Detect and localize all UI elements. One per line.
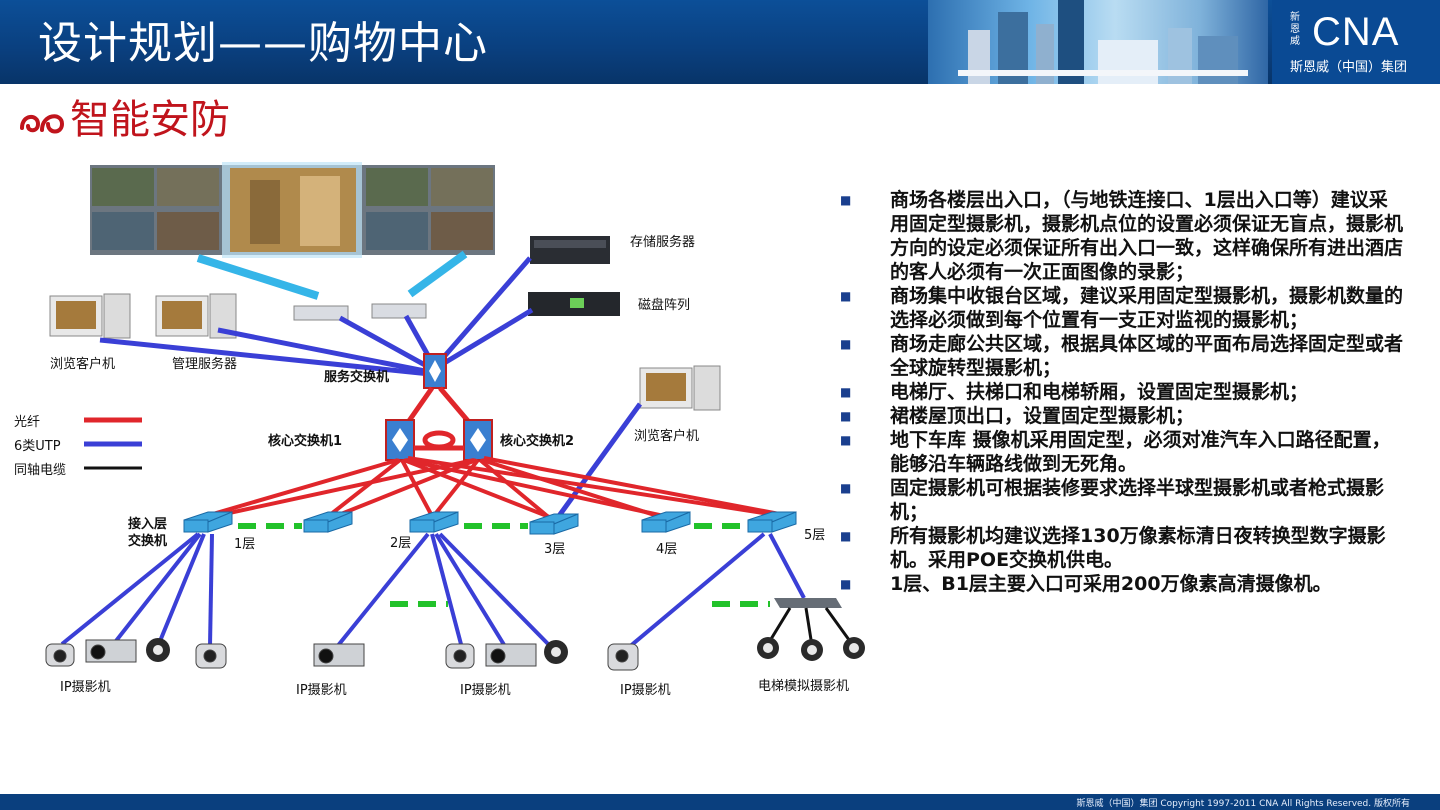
core-switch-1-icon <box>385 419 415 461</box>
floor-2-label: 2层 <box>390 536 411 551</box>
network-diagram: 光纤 6类UTP 同轴电缆 存储服务器 磁盘阵列 浏览客户机 管理服务器 服务交… <box>14 162 865 698</box>
bullet-icon: ■ <box>840 289 852 303</box>
access-switches <box>183 511 797 535</box>
floor-3-label: 3层 <box>544 542 565 557</box>
list-item: ■ 固定摄影机可根据装修要求选择半球型摄影机或者枪式摄影机； <box>834 476 1404 524</box>
list-item: ■ 1层、B1层主要入口可采用200万像素高清摄像机。 <box>834 572 1404 596</box>
legend-fiber-label: 光纤 <box>14 415 40 430</box>
list-item-text: 商场走廊公共区域，根据具体区域的平面布局选择固定型或者全球旋转型摄影机； <box>890 333 1404 379</box>
storage-server-label: 存储服务器 <box>630 234 695 250</box>
browse-client-pc-2 <box>639 365 721 411</box>
ipcam-2-label: IP摄影机 <box>296 683 347 698</box>
section-title: 智能安防 <box>70 97 230 143</box>
logo-vertical-text: 新恩威 <box>1290 12 1300 47</box>
header-bar: 设计规划——购物中心 新恩威 CNA 斯恩威（中国）集团 <box>0 0 1440 84</box>
bullet-icon: ■ <box>840 337 852 351</box>
core-switch-2-icon <box>463 419 493 461</box>
list-item: ■ 裙楼屋顶出口，设置固定型摄影机； <box>834 404 1404 428</box>
requirements-list: ■ 商场各楼层出入口，（与地铁连接口、1层出入口等）建议采用固定型摄影机，摄影机点… <box>834 188 1404 596</box>
list-item-text: 电梯厅、扶梯口和电梯轿厢，设置固定型摄影机； <box>890 381 1309 403</box>
browse-client-1-label: 浏览客户机 <box>50 356 115 372</box>
legend: 光纤 6类UTP 同轴电缆 <box>14 415 142 478</box>
bullet-icon: ■ <box>840 385 852 399</box>
list-item-text: 裙楼屋顶出口，设置固定型摄影机； <box>890 405 1195 427</box>
mgmt-server-label: 管理服务器 <box>172 356 237 372</box>
encoder-icon <box>293 303 427 321</box>
floor-1-label: 1层 <box>234 537 255 552</box>
logo-subtitle: 斯恩威（中国）集团 <box>1290 60 1408 75</box>
list-item-text: 商场各楼层出入口，（与地铁连接口、1层出入口等）建议采用固定型摄影机，摄影机点位… <box>890 189 1404 283</box>
list-item: ■ 商场各楼层出入口，（与地铁连接口、1层出入口等）建议采用固定型摄影机，摄影机点… <box>834 188 1404 284</box>
page-title: 设计规划——购物中心 <box>38 18 488 69</box>
floor-5-label: 5层 <box>804 528 825 543</box>
legend-coax-label: 同轴电缆 <box>14 462 66 478</box>
list-item: ■ 商场走廊公共区域，根据具体区域的平面布局选择固定型或者全球旋转型摄影机； <box>834 332 1404 380</box>
ipcam-1-label: IP摄影机 <box>60 680 111 695</box>
bullet-icon: ■ <box>840 409 852 423</box>
company-logo <box>1272 0 1440 84</box>
list-item-text: 商场集中收银台区域，建议采用固定型摄影机，摄影机数量的选择必须做到每个位置有一支… <box>890 285 1404 331</box>
ipcam-4-label: IP摄影机 <box>620 683 671 698</box>
header-photo <box>928 0 1268 84</box>
footer-copyright: 斯恩威（中国）集团 Copyright 1997-2011 CNA All Ri… <box>1076 799 1410 809</box>
access-switch-label: 接入层交换机 <box>128 516 167 549</box>
core-switch-1-label: 核心交换机1 <box>268 433 342 449</box>
disk-array-label: 磁盘阵列 <box>638 297 690 313</box>
list-item-text: 1层、B1层主要入口可采用200万像素高清摄像机。 <box>890 573 1332 595</box>
storage-server-icon <box>530 236 610 264</box>
camera-icons <box>45 637 865 671</box>
bullet-icon: ■ <box>840 529 852 543</box>
logo-brand: CNA <box>1312 10 1400 54</box>
bullet-icon: ■ <box>840 433 852 447</box>
service-switch-icon <box>423 353 447 389</box>
list-item: ■ 电梯厅、扶梯口和电梯轿厢，设置固定型摄影机； <box>834 380 1404 404</box>
ipcam-3-label: IP摄影机 <box>460 683 511 698</box>
bullet-icon: ■ <box>840 193 852 207</box>
elevator-converter-icon <box>774 598 842 608</box>
skyline-image <box>958 0 1248 84</box>
list-item-text: 地下车库 摄像机采用固定型，必须对准汽车入口路径配置，能够沿车辆路线做到无死角。 <box>890 429 1391 475</box>
disk-array-icon <box>528 292 620 316</box>
video-wall <box>90 162 495 258</box>
footer-bar <box>0 794 1440 810</box>
list-item-text: 固定摄影机可根据装修要求选择半球型摄影机或者枪式摄影机； <box>890 477 1385 523</box>
swirl-icon <box>20 114 65 134</box>
elevator-cam-label: 电梯模拟摄影机 <box>758 679 849 694</box>
list-item: ■ 地下车库 摄像机采用固定型，必须对准汽车入口路径配置，能够沿车辆路线做到无死角… <box>834 428 1404 476</box>
core-switch-2-label: 核心交换机2 <box>500 433 574 449</box>
list-item: ■ 所有摄影机均建议选择130万像素标清日夜转换型数字摄影机。采用POE交换机供电… <box>834 524 1404 572</box>
browse-client-pc-1 <box>49 293 131 339</box>
legend-utp-label: 6类UTP <box>14 439 61 454</box>
browse-client-2-label: 浏览客户机 <box>634 428 699 444</box>
bullet-icon: ■ <box>840 577 852 591</box>
list-item: ■ 商场集中收银台区域，建议采用固定型摄影机，摄影机数量的选择必须做到每个位置有一… <box>834 284 1404 332</box>
floor-4-label: 4层 <box>656 542 677 557</box>
mgmt-server-pc <box>155 293 237 339</box>
service-switch-label: 服务交换机 <box>324 369 389 385</box>
bullet-icon: ■ <box>840 481 852 495</box>
list-item-text: 所有摄影机均建议选择130万像素标清日夜转换型数字摄影机。采用POE交换机供电。 <box>890 525 1386 571</box>
